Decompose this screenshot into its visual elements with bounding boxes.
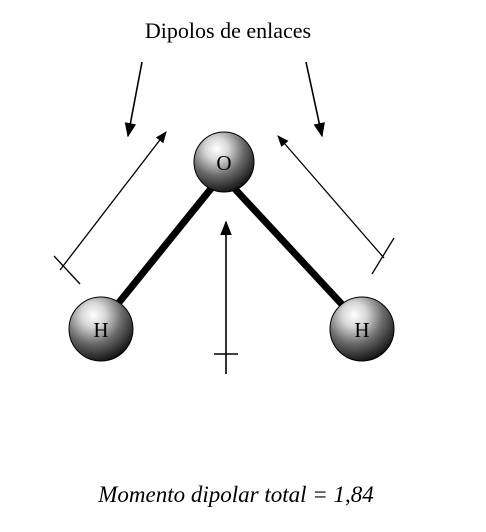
bond-dipole-arrow-left xyxy=(59,131,167,271)
bond-dipole-cross-left xyxy=(53,255,81,285)
bond-dipole-cross-right xyxy=(371,237,395,275)
oxygen-label: O xyxy=(216,151,231,175)
hydrogen-atom-right: H xyxy=(329,296,395,362)
hydrogen-atom-left: H xyxy=(68,296,134,362)
title-pointer-arrow-left xyxy=(124,61,143,138)
hydrogen-left-label: H xyxy=(93,318,108,342)
bond-right-o-h xyxy=(218,171,366,330)
title-pointer-arrow-right xyxy=(305,61,325,138)
bond-left-o-h xyxy=(96,171,226,330)
oxygen-atom: O xyxy=(193,131,255,193)
hydrogen-right-label: H xyxy=(354,318,369,342)
diagram-title: Dipolos de enlaces xyxy=(145,18,311,43)
total-dipole-moment-caption: Momento dipolar total = 1,84 xyxy=(97,482,374,507)
bond-dipole-arrow-right xyxy=(277,135,385,259)
